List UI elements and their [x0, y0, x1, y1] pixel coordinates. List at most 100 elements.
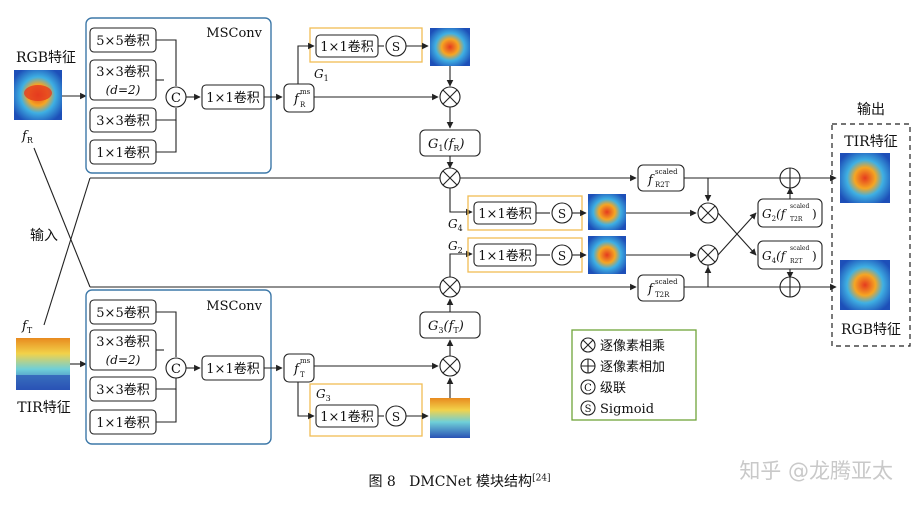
- gate-G2: 1×1卷积 S: [467, 237, 583, 273]
- fR-cross-line: [33, 147, 91, 288]
- svg-text:f: f: [293, 362, 301, 377]
- G2-label: G2: [448, 239, 463, 255]
- G4-scaled-node: G4(f scaled R2T ): [757, 240, 823, 270]
- svg-text:(d=2): (d=2): [106, 83, 141, 97]
- svg-text:1×1卷积: 1×1卷积: [478, 248, 531, 264]
- svg-text:3×3卷积: 3×3卷积: [96, 64, 149, 80]
- gate-G3: G3 1×1卷积 S: [309, 383, 423, 437]
- svg-text:S: S: [585, 404, 592, 415]
- svg-text:5×5卷积: 5×5卷积: [96, 305, 149, 321]
- svg-text:输出: 输出: [857, 102, 885, 118]
- msconv-bottom: MSConv 5×5卷积 3×3卷积 (d=2) 3×3卷积 1×1卷积 C 1…: [85, 289, 272, 445]
- fR-ms-node: f ms R: [283, 83, 315, 113]
- watermark: 知乎 @龙腾亚太: [739, 459, 893, 483]
- svg-text:R2T: R2T: [655, 181, 670, 189]
- svg-text:scaled: scaled: [790, 203, 809, 210]
- svg-text:1×1卷积: 1×1卷积: [320, 39, 373, 55]
- f-scaled-t2r: f scaled T2R: [637, 274, 685, 302]
- svg-text:G3: G3: [316, 387, 331, 403]
- gate-G4: 1×1卷积 S: [467, 195, 583, 231]
- svg-text:R: R: [300, 101, 306, 109]
- G2-scaled-node: G2(f scaled T2R ): [757, 198, 823, 228]
- sigmoid-icon: S: [580, 400, 596, 416]
- f-scaled-r2t: f scaled R2T: [637, 164, 685, 192]
- svg-text:3×3卷积: 3×3卷积: [96, 113, 149, 129]
- legend: 逐像素相乘 逐像素相加 C 级联 S Sigmoid: [571, 329, 697, 421]
- svg-text:ms: ms: [300, 357, 311, 365]
- svg-text:1×1卷积: 1×1卷积: [96, 145, 149, 161]
- svg-text:T: T: [300, 371, 305, 379]
- multiply-t2r: [439, 276, 461, 298]
- svg-text:1×1卷积: 1×1卷积: [206, 361, 259, 377]
- multiply-icon: [580, 337, 596, 353]
- svg-text:TIR特征: TIR特征: [844, 134, 897, 150]
- svg-text:C: C: [171, 362, 181, 377]
- figure-caption: 图 8 DMCNet 模块结构[24]: [368, 473, 551, 490]
- svg-text:scaled: scaled: [790, 245, 809, 252]
- svg-text:f: f: [647, 282, 655, 297]
- svg-text:R2T: R2T: [790, 258, 802, 265]
- svg-text:S: S: [558, 207, 566, 221]
- svg-text:ms: ms: [300, 88, 311, 96]
- svg-text:1×1卷积: 1×1卷积: [206, 90, 259, 106]
- svg-text:(d=2): (d=2): [106, 353, 141, 367]
- svg-text:scaled: scaled: [655, 278, 678, 286]
- svg-text:G1: G1: [314, 67, 329, 83]
- G1-fR-node: G1(fR): [419, 129, 481, 157]
- svg-text:G3(fT): G3(fT): [428, 319, 464, 335]
- svg-text:5×5卷积: 5×5卷积: [96, 33, 149, 49]
- add-bottom: [779, 276, 801, 298]
- svg-text:1×1卷积: 1×1卷积: [478, 206, 531, 222]
- multiply-top: [439, 86, 461, 108]
- G2-heatmap: [588, 236, 626, 274]
- svg-text:f: f: [647, 173, 655, 188]
- rgb-input-label: RGB特征: [16, 50, 76, 66]
- fR-label: fR: [21, 129, 34, 145]
- tir-input-label: TIR特征: [17, 400, 70, 416]
- msconv-top: MSConv 5×5卷积 3×3卷积 (d=2) 3×3卷积 1×1卷积 C 1…: [85, 17, 272, 174]
- G4-heatmap: [588, 194, 626, 230]
- rgb-input-heatmap: [14, 70, 62, 120]
- svg-text:逐像素相乘: 逐像素相乘: [600, 339, 665, 354]
- svg-text:S: S: [392, 40, 400, 54]
- svg-text:MSConv: MSConv: [206, 299, 262, 314]
- input-label: 输入: [30, 228, 58, 244]
- svg-text:RGB特征: RGB特征: [841, 322, 901, 338]
- tir-input-heatmap: [16, 338, 70, 390]
- add-top: [779, 167, 801, 189]
- svg-text:MSConv: MSConv: [206, 26, 262, 41]
- svg-text:T2R: T2R: [790, 216, 803, 223]
- svg-text:C: C: [584, 383, 592, 394]
- multiply-right-bottom: [697, 244, 719, 266]
- G3-fT-node: G3(fT): [419, 311, 481, 339]
- G3-heatmap: [430, 398, 470, 438]
- gate-G1: 1×1卷积 S G1: [309, 27, 423, 83]
- multiply-r2t: [439, 167, 461, 189]
- svg-text:1×1卷积: 1×1卷积: [320, 409, 373, 425]
- fT-label: fT: [21, 319, 33, 335]
- svg-text:): ): [812, 249, 817, 263]
- concat-icon: C: [580, 379, 596, 395]
- svg-text:S: S: [392, 410, 400, 424]
- svg-text:C: C: [171, 91, 181, 106]
- svg-text:级联: 级联: [600, 381, 626, 396]
- svg-text:T2R: T2R: [655, 291, 670, 299]
- svg-text:scaled: scaled: [655, 168, 678, 176]
- fT-ms-node: f ms T: [283, 353, 315, 383]
- multiply-bottom: [439, 355, 461, 377]
- svg-text:G4(f: G4(f: [762, 249, 788, 265]
- svg-text:1×1卷积: 1×1卷积: [96, 415, 149, 431]
- multiply-right-top: [697, 202, 719, 224]
- svg-text:): ): [812, 207, 817, 221]
- G1-heatmap: [430, 28, 470, 66]
- svg-text:G2(f: G2(f: [762, 207, 788, 223]
- fT-cross-line: [43, 177, 91, 326]
- svg-text:Sigmoid: Sigmoid: [600, 402, 654, 417]
- svg-text:G1(fR): G1(fR): [428, 137, 464, 153]
- svg-text:3×3卷积: 3×3卷积: [96, 334, 149, 350]
- add-icon: [580, 358, 596, 374]
- svg-text:逐像素相加: 逐像素相加: [600, 360, 665, 375]
- svg-text:f: f: [293, 92, 301, 107]
- output-box: 输出 TIR特征 RGB特征: [831, 102, 911, 347]
